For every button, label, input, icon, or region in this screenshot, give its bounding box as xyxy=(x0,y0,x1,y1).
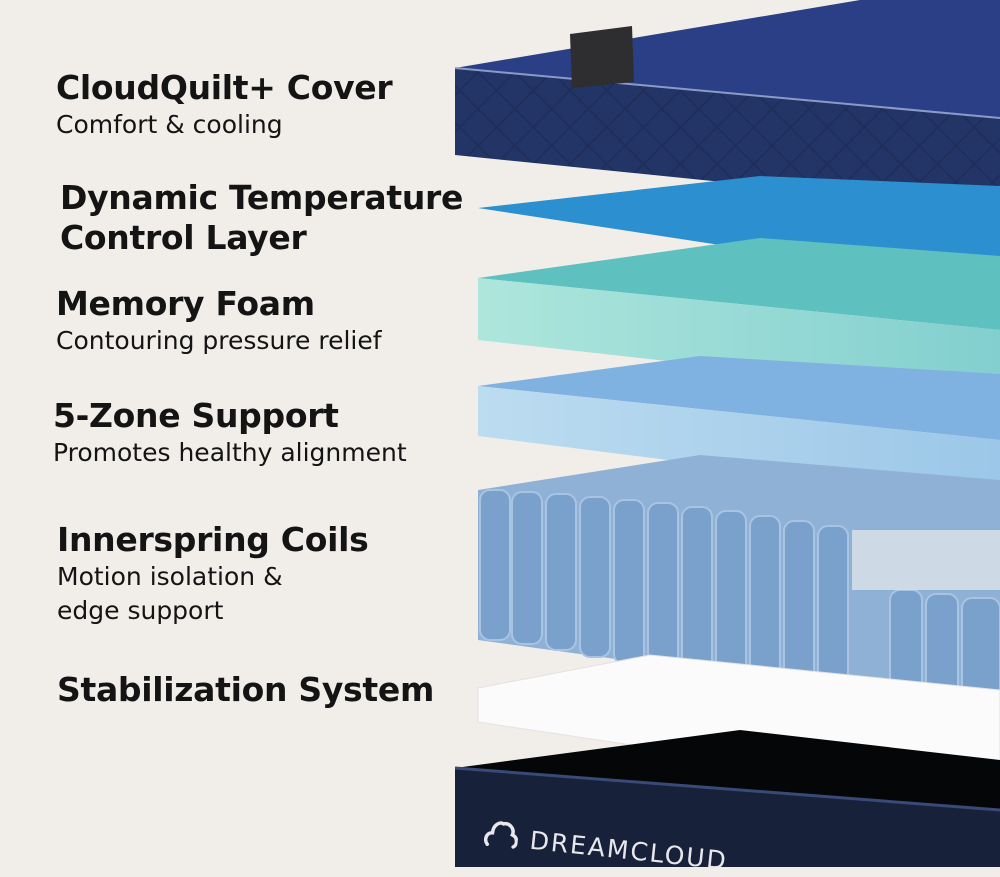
layer-label-stabilization: Stabilization System xyxy=(57,670,434,710)
coils-layer xyxy=(478,455,1000,713)
layer-title: Dynamic Temperature Control Layer xyxy=(60,178,464,257)
layer-subtitle: Promotes healthy alignment xyxy=(53,438,407,467)
cover-tag xyxy=(570,26,634,88)
layer-subtitle: Comfort & cooling xyxy=(56,110,283,139)
layer-label-cover: CloudQuilt+ Cover Comfort & cooling xyxy=(56,68,393,142)
layer-label-support: 5-Zone Support Promotes healthy alignmen… xyxy=(53,396,407,470)
layer-title: 5-Zone Support xyxy=(53,396,339,435)
layer-label-coils: Innerspring Coils Motion isolation & edg… xyxy=(57,520,369,628)
cover-layer xyxy=(454,0,1000,210)
layer-label-memory-foam: Memory Foam Contouring pressure relief xyxy=(56,284,382,358)
layer-title: Memory Foam xyxy=(56,284,315,323)
layer-title: CloudQuilt+ Cover xyxy=(56,68,393,107)
layer-title: Innerspring Coils xyxy=(57,520,369,559)
layer-subtitle: Motion isolation & edge support xyxy=(57,562,283,625)
layer-subtitle: Contouring pressure relief xyxy=(56,326,382,355)
cloud-icon xyxy=(482,818,519,855)
layer-label-temperature: Dynamic Temperature Control Layer xyxy=(60,178,480,258)
layer-title: Stabilization System xyxy=(57,670,435,709)
brand-logo: DREAMCLOUD xyxy=(482,818,729,877)
base xyxy=(454,730,1000,867)
